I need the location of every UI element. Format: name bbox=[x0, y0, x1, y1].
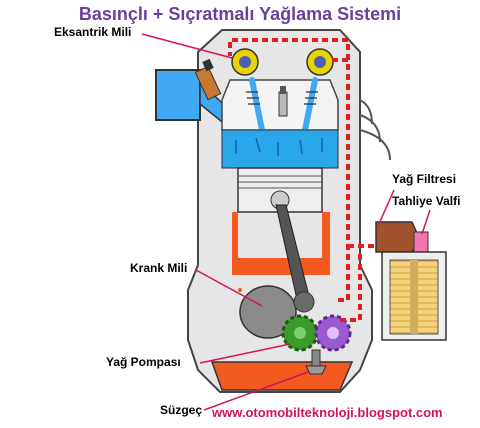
spark-plug bbox=[278, 86, 288, 117]
fuel-injector bbox=[194, 58, 222, 101]
label-camshaft: Eksantrik Mili bbox=[54, 25, 132, 39]
website-link[interactable]: www.otomobilteknoloji.blogspot.com bbox=[212, 405, 443, 420]
crankshaft bbox=[239, 285, 315, 339]
piston bbox=[237, 167, 323, 213]
label-oil-filter: Yağ Filtresi bbox=[392, 172, 457, 186]
oil-filter-assembly bbox=[375, 221, 447, 341]
flow-arrows bbox=[235, 137, 323, 156]
intake-port bbox=[155, 69, 201, 121]
label-crankshaft: Krank Mili bbox=[130, 261, 188, 275]
combustion-chamber bbox=[221, 129, 339, 169]
oil-pump bbox=[281, 314, 352, 352]
label-strainer: Süzgeç bbox=[160, 403, 203, 417]
strainer bbox=[305, 349, 327, 375]
label-oil-pump: Yağ Pompası bbox=[106, 355, 181, 369]
diagram-title: Basınçlı + Sıçratmalı Yağlama Sistemi bbox=[78, 4, 402, 24]
valves bbox=[249, 77, 318, 133]
camshaft-right bbox=[306, 48, 334, 76]
camshaft-left bbox=[231, 48, 259, 76]
cooling-fins bbox=[359, 99, 391, 161]
leader-lines bbox=[141, 33, 431, 411]
oil-sump bbox=[210, 361, 354, 391]
oil-splash-zone bbox=[232, 212, 330, 275]
label-relief-valve: Tahliye Valfi bbox=[392, 194, 461, 208]
